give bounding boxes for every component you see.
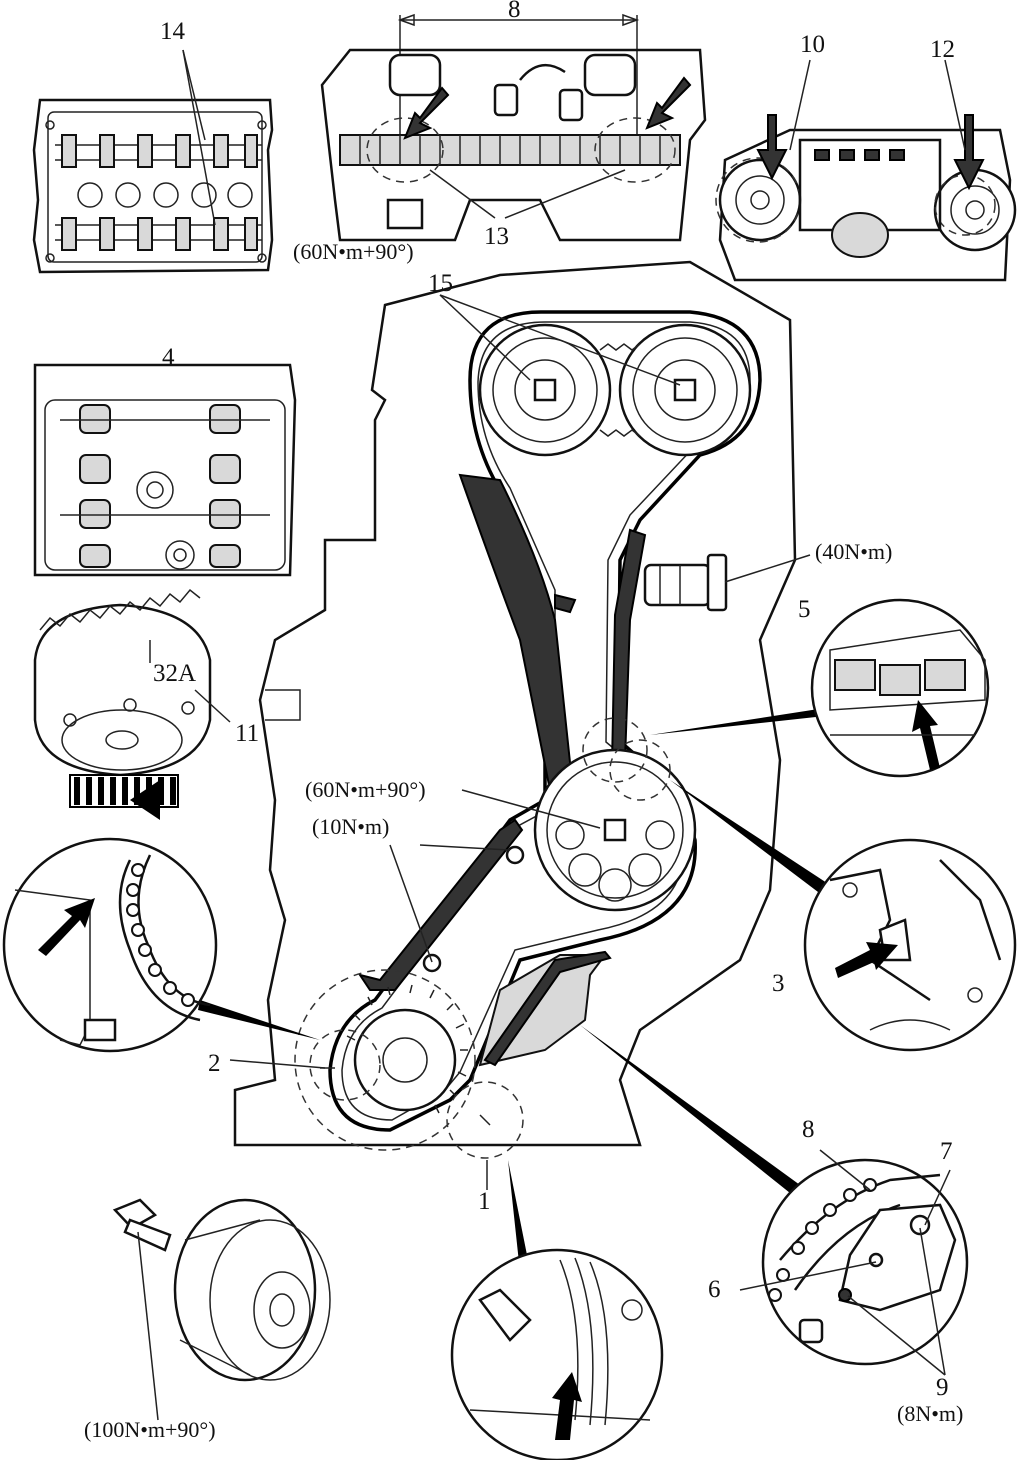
callout-14: 14 — [160, 18, 185, 45]
detail-view-5 — [810, 598, 990, 778]
leader-to-view-3 — [670, 780, 830, 895]
callout-8-right: 8 — [802, 1116, 815, 1143]
callout-2: 2 — [208, 1050, 221, 1077]
callout-4: 4 — [162, 344, 175, 371]
callout-11: 11 — [235, 720, 260, 747]
callout-5: 5 — [798, 596, 811, 623]
callout-9: 9 — [936, 1374, 949, 1401]
detail-view-2 — [2, 837, 218, 1053]
torque-idler-sprocket: (60N•m+90°) — [305, 777, 426, 802]
detail-view-1 — [450, 1248, 664, 1462]
crankshaft-sprocket — [294, 969, 476, 1151]
camshaft-sprockets-15 — [478, 323, 752, 457]
callout-15: 15 — [428, 270, 453, 297]
leader-to-view-5 — [650, 708, 825, 735]
idler-sprocket — [461, 748, 697, 912]
detail-view-9 — [761, 1158, 969, 1366]
leader-to-view-1 — [508, 1160, 530, 1272]
hydraulic-tensioner — [643, 553, 811, 612]
callout-1: 1 — [478, 1188, 491, 1215]
callout-leaders — [229, 294, 951, 1376]
detail-view-3 — [803, 838, 1017, 1052]
callout-12: 12 — [930, 36, 955, 63]
timing-chain-path — [328, 310, 762, 1132]
callout-10: 10 — [800, 31, 825, 58]
torque-guide-small-bolt: (8N•m) — [897, 1401, 964, 1426]
callout-7: 7 — [940, 1138, 953, 1165]
callout-8-top: 8 — [508, 0, 521, 23]
torque-cam-bearing: (60N•m+90°) — [293, 239, 414, 264]
vvt-sprocket-view-11 — [33, 588, 231, 820]
camshaft-bearing-view-13 — [320, 13, 707, 242]
leader-to-view-2 — [198, 1000, 320, 1040]
camshaft-sprocket-view-10-12 — [715, 59, 1017, 282]
crankshaft-pulley — [173, 1198, 331, 1382]
torque-guide-bolt: (10N•m) — [312, 814, 390, 839]
callout-6: 6 — [708, 1276, 721, 1303]
cylinder-head-view-14 — [32, 49, 274, 274]
torque-tensioner: (40N•m) — [815, 539, 893, 564]
leader-to-view-9 — [580, 1025, 800, 1193]
pulley-bolt — [112, 1198, 172, 1421]
callout-3: 3 — [772, 970, 785, 997]
torque-pulley-bolt: (100N•m+90°) — [84, 1417, 216, 1442]
callout-13: 13 — [484, 223, 509, 250]
left-chain-guide — [458, 473, 577, 817]
cylinder-head-view-4 — [33, 363, 297, 577]
rotation-arrow — [69, 774, 179, 820]
engine-block-outline — [233, 260, 797, 1147]
callout-32a: 32A — [153, 660, 197, 687]
